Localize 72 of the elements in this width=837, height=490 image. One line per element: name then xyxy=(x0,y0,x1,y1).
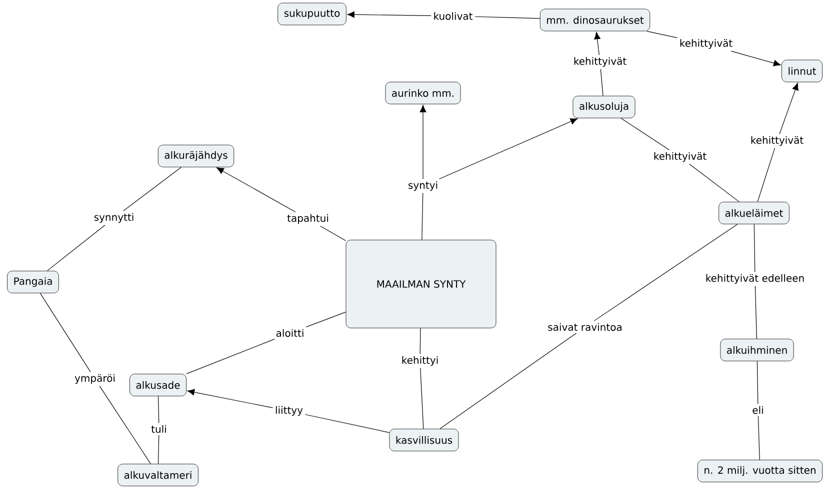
connector-line xyxy=(620,118,670,150)
linking-phrase: kehittyivät xyxy=(571,55,629,69)
linking-phrase: kehittyi xyxy=(399,354,441,368)
connector-line xyxy=(99,386,151,464)
concept-box: alkuräjähdys xyxy=(158,144,234,168)
connector-line xyxy=(600,68,604,96)
connector-line xyxy=(594,224,738,322)
concept-box: mm. dinosaurukset xyxy=(540,8,650,32)
concept-box: alkuvaltameri xyxy=(118,464,198,486)
concept-box: linnut xyxy=(782,60,822,82)
connector-line xyxy=(320,226,346,242)
connector-line xyxy=(40,292,91,372)
node-label: tapahtui xyxy=(287,214,328,224)
arrow xyxy=(438,118,578,180)
connector-line xyxy=(306,312,346,328)
concept-box: Pangaia xyxy=(7,270,59,294)
linking-phrase: tapahtui xyxy=(285,212,331,226)
linking-phrase: saivat ravintoa xyxy=(546,321,624,333)
connector-line xyxy=(304,414,390,433)
concept-box: sukupuutto xyxy=(278,2,346,26)
linking-phrase: liittyy xyxy=(273,404,305,418)
concept-box: alkueläimet xyxy=(718,202,790,224)
node-label: kehittyivät xyxy=(654,152,706,162)
concept-box: kasvillisuus xyxy=(389,428,459,452)
linking-phrase: kehittyivät xyxy=(677,37,735,51)
node-label: synnytti xyxy=(94,213,134,223)
connector-line xyxy=(646,30,678,38)
node-label: kehittyivät xyxy=(680,39,732,49)
node-label: aloitti xyxy=(276,329,304,337)
connector-line xyxy=(756,360,758,404)
connector-line xyxy=(758,416,760,460)
node-label: kuolivat xyxy=(434,12,473,20)
linking-phrase: kehittyivät edelleen xyxy=(703,272,807,286)
connector-line xyxy=(420,368,424,430)
node-label: saivat ravintoa xyxy=(548,323,622,331)
connector-line xyxy=(689,164,740,202)
linking-phrase: ympäröi xyxy=(72,372,118,386)
connector-line xyxy=(46,224,106,272)
node-label: syntyi xyxy=(408,181,438,191)
linking-phrase: synnytti xyxy=(92,211,136,225)
linking-phrase: aloitti xyxy=(274,327,306,339)
connector-line xyxy=(420,328,421,354)
topic-box: MAAILMAN SYNTY xyxy=(346,240,496,328)
linking-phrase: tuli xyxy=(149,423,169,435)
concept-box: alkusoluja xyxy=(572,96,636,118)
concept-box: alkuihminen xyxy=(720,338,794,362)
connector-line xyxy=(757,148,776,202)
connector-line xyxy=(123,166,182,212)
connector-line xyxy=(440,332,577,430)
linking-phrase: eli xyxy=(750,404,766,416)
connector-line xyxy=(474,16,540,19)
arrow xyxy=(216,167,296,212)
linking-phrase: kehittyivät xyxy=(748,134,806,148)
node-label: ympäröi xyxy=(74,374,115,384)
linking-phrase: kehittyivät xyxy=(651,150,709,164)
concept-box: alkusade xyxy=(130,374,186,396)
linking-phrase: kuolivat xyxy=(431,10,475,22)
arrow xyxy=(347,11,432,18)
arrow xyxy=(730,50,781,66)
concept-box: n. 2 milj. vuotta sitten xyxy=(698,460,823,482)
concept-box: aurinko mm. xyxy=(385,82,461,104)
connector-line xyxy=(754,286,757,340)
connector-line xyxy=(158,434,160,464)
connector-line xyxy=(186,338,275,374)
connector-line xyxy=(754,224,756,272)
arrow xyxy=(779,82,798,134)
arrow xyxy=(594,32,600,56)
arrow xyxy=(420,104,426,180)
linking-phrase: syntyi xyxy=(406,179,440,193)
connector-line xyxy=(158,396,160,424)
arrow xyxy=(187,388,274,408)
connector-line xyxy=(422,192,424,240)
